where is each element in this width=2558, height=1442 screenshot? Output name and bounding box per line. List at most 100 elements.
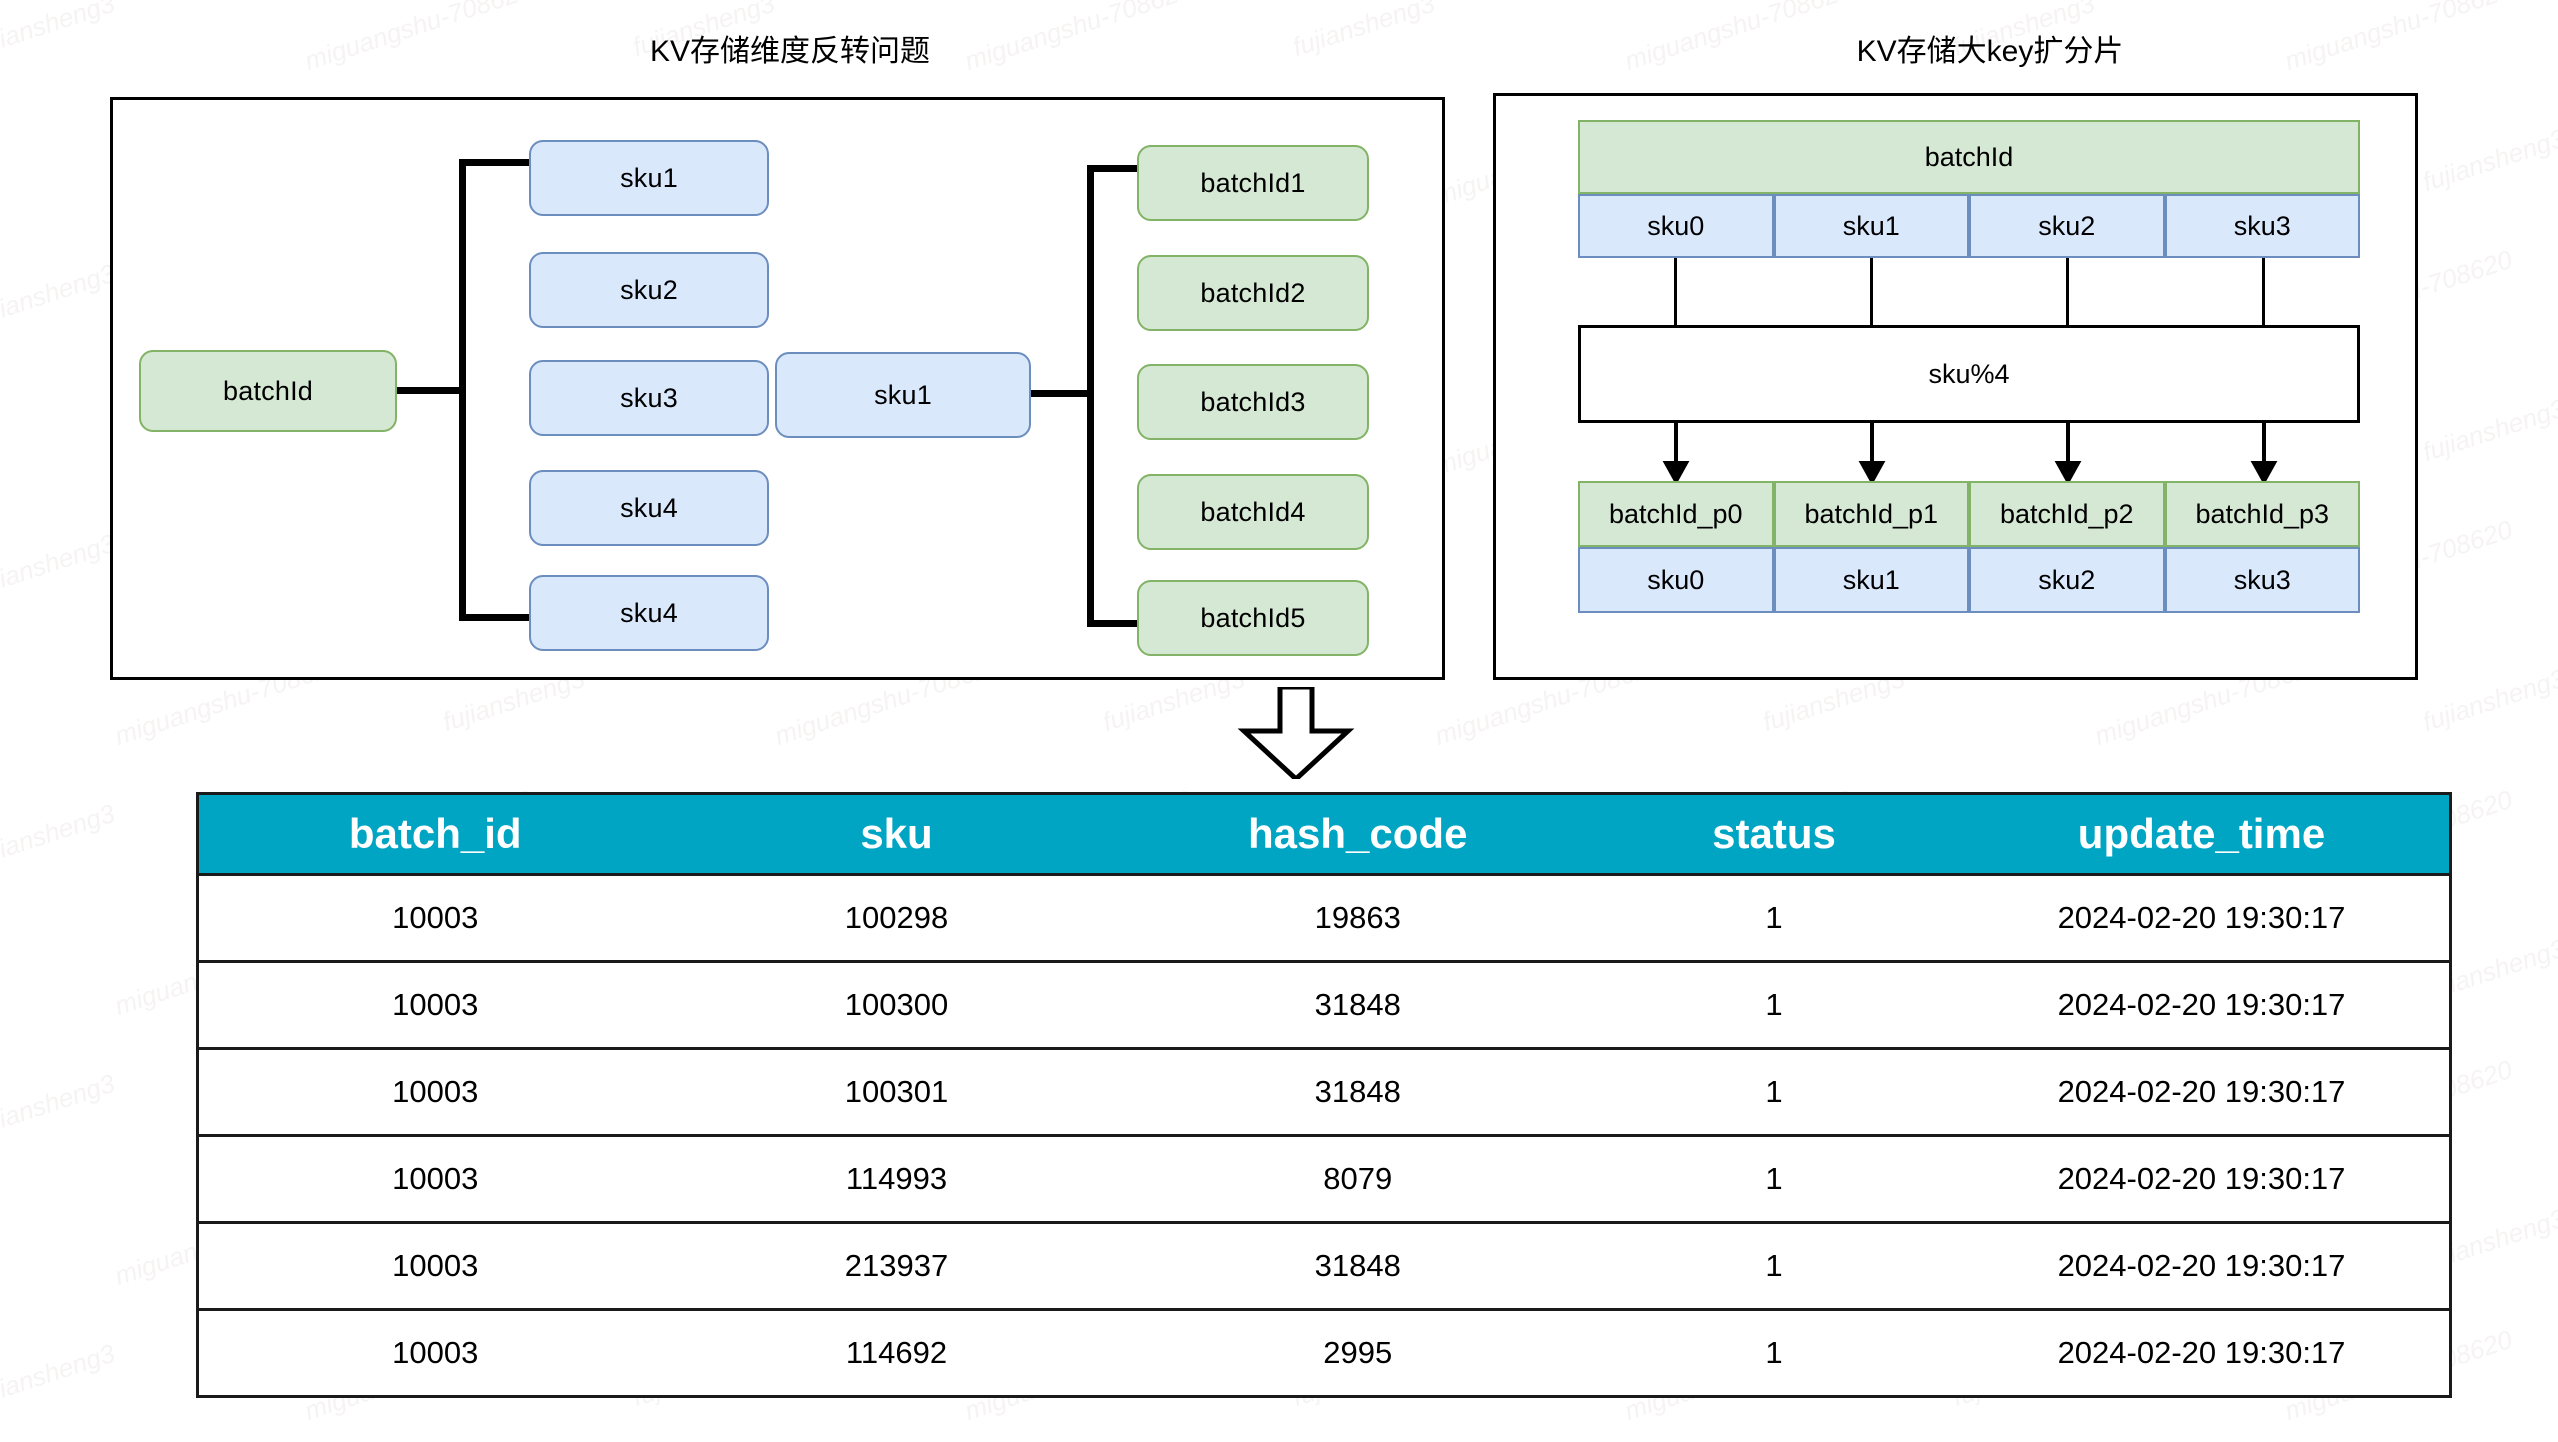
cell-label: sku3 [2233, 210, 2291, 241]
watermark-text: fujiansheng3 [2419, 662, 2558, 738]
node-label: batchId2 [1200, 277, 1306, 308]
hash-function-label: sku%4 [1928, 358, 2010, 389]
table-cell-batch_id: 10003 [197, 1221, 672, 1310]
watermark-text: fujiansheng3 [1289, 0, 1439, 63]
shard-partition-row: batchId_p0 batchId_p1 batchId_p2 batchId… [1578, 481, 2360, 547]
table-cell-update_time: 2024-02-20 19:30:17 [1953, 1308, 2451, 1397]
column-header-hash-code: hash_code [1121, 793, 1594, 875]
shard-partition-cell: batchId_p2 [1969, 481, 2165, 547]
node-batchid-4: batchId4 [1137, 474, 1369, 550]
wire-a-spine [459, 159, 466, 621]
table-cell-status: 1 [1594, 960, 1954, 1049]
node-sku-3: sku3 [529, 360, 769, 436]
shard-partition-cell: batchId_p1 [1773, 481, 1969, 547]
cell-label: batchId_p1 [1804, 498, 1939, 529]
watermark-text: fujiansheng3 [0, 257, 119, 333]
table-cell-sku: 114993 [671, 1134, 1122, 1223]
shard-bottom-sku-cell: sku1 [1773, 547, 1969, 613]
wire-a-horizontal-root [397, 387, 465, 394]
table-cell-status: 1 [1594, 1221, 1954, 1310]
column-header-batch-id: batch_id [197, 793, 672, 875]
table-cell-batch_id: 10003 [197, 1308, 672, 1397]
table-cell-batch_id: 10003 [197, 960, 672, 1049]
shard-bottom-sku-cell: sku0 [1578, 547, 1774, 613]
table-cell-hash_code: 2995 [1121, 1308, 1594, 1397]
right-panel-title: KV存储大key扩分片 [1856, 35, 2124, 68]
table-cell-sku: 100300 [671, 960, 1122, 1049]
down-arrow-icon [1237, 687, 1355, 779]
shard-connector-1 [1870, 258, 1873, 326]
cell-label: batchId_p3 [2195, 498, 2330, 529]
table-cell-sku: 213937 [671, 1221, 1122, 1310]
node-label: batchId3 [1200, 386, 1306, 417]
table-cell-update_time: 2024-02-20 19:30:17 [1953, 1047, 2451, 1136]
watermark-text: fujiansheng3 [0, 797, 119, 873]
shard-connector-2 [2066, 258, 2069, 326]
table-cell-sku: 100298 [844, 900, 949, 935]
cell-label: batchId_p2 [1999, 498, 2134, 529]
watermark-text: fujiansheng3 [0, 0, 119, 63]
shard-arrow-group [1662, 423, 2278, 481]
cell-label: batchId [1924, 141, 2014, 172]
cell-label: sku3 [2233, 564, 2291, 595]
wire-a-stub-top [459, 159, 529, 166]
watermark-text: fujiansheng3 [0, 527, 119, 603]
shard-bottom-sku-row: sku0 sku1 sku2 sku3 [1578, 547, 2360, 613]
column-header-update-time: update_time [1953, 793, 2451, 875]
batch-sku-table: batch_id sku hash_code status update_tim… [196, 792, 2452, 1398]
shard-top-sku-cell: sku2 [1969, 194, 2165, 258]
shard-bottom-sku-cell: sku3 [2164, 547, 2360, 613]
node-label: sku1 [620, 162, 678, 193]
shard-partition-cell: batchId_p0 [1578, 481, 1774, 547]
watermark-text: fujiansheng3 [0, 1337, 119, 1413]
table-cell-update_time: 2024-02-20 19:30:17 [1953, 960, 2451, 1049]
table-cell-status: 1 [1594, 1134, 1954, 1223]
node-label: batchId5 [1200, 602, 1306, 633]
node-label: sku3 [620, 382, 678, 413]
table-cell-hash_code: 8079 [1121, 1134, 1594, 1223]
table-cell-status: 1 [1594, 1047, 1954, 1136]
node-batchid-3: batchId3 [1137, 364, 1369, 440]
table-cell-batch_id: 10003 [392, 900, 479, 935]
shard-bottom-sku-cell: sku2 [1969, 547, 2165, 613]
watermark-text: fujiansheng3 [2419, 392, 2558, 468]
node-label: batchId [223, 375, 313, 406]
shard-top-sku-cell: sku1 [1773, 194, 1969, 258]
cell-label: sku1 [1842, 564, 1900, 595]
wire-b-horizontal-root [1031, 390, 1093, 397]
cell-label: sku2 [2038, 564, 2096, 595]
node-sku-1: sku1 [529, 140, 769, 216]
node-sku-2: sku2 [529, 252, 769, 328]
node-sku-4: sku4 [529, 470, 769, 546]
cell-label: sku0 [1647, 210, 1705, 241]
table-cell-batch_id: 10003 [197, 1047, 672, 1136]
hash-function-box: sku%4 [1578, 325, 2360, 423]
table-cell-batch_id: 10003 [197, 1134, 672, 1223]
shard-top-sku-cell: sku3 [2164, 194, 2360, 258]
shard-top-sku-cell: sku0 [1578, 194, 1774, 258]
watermark-text: fujiansheng3 [2419, 122, 2558, 198]
table-cell-update_time: 2024-02-20 19:30:17 [2057, 900, 2346, 935]
table-cell-sku: 100301 [671, 1047, 1122, 1136]
table-cell-status: 1 [1765, 900, 1783, 935]
cell-label: sku1 [1842, 210, 1900, 241]
node-batchid-5: batchId5 [1137, 580, 1369, 656]
node-label: sku2 [620, 274, 678, 305]
column-header-status: status [1594, 793, 1954, 875]
cell-label: sku0 [1647, 564, 1705, 595]
table-cell-status: 1 [1594, 1308, 1954, 1397]
cell-label: sku2 [2038, 210, 2096, 241]
shard-connector-3 [2262, 258, 2265, 326]
node-label: sku4 [620, 492, 678, 523]
table-cell-update_time: 2024-02-20 19:30:17 [1953, 1134, 2451, 1223]
table-cell-hash_code: 31848 [1121, 960, 1594, 1049]
shard-header-batchid: batchId [1578, 120, 2360, 194]
node-batchid-root: batchId [139, 350, 397, 432]
